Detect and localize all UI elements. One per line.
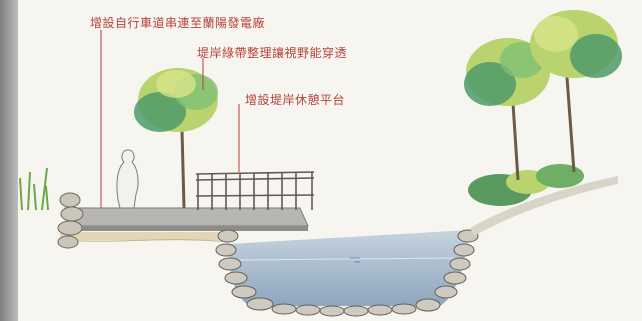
reed-plants bbox=[19, 167, 49, 211]
water-level-mark bbox=[350, 257, 360, 263]
tree-center bbox=[134, 68, 218, 209]
slab-edge bbox=[78, 226, 308, 231]
stone-wall-left bbox=[57, 192, 84, 249]
soil-hatch bbox=[59, 239, 231, 243]
water-surface-line bbox=[239, 257, 456, 261]
rest-platform-railing bbox=[195, 171, 315, 210]
tree-right-b bbox=[530, 10, 622, 173]
stone-wall-basin bbox=[215, 229, 479, 317]
water-basin bbox=[228, 230, 470, 306]
annotation-bank-greenbelt: 堤岸綠帶整理讓視野能穿透 bbox=[197, 46, 348, 60]
left-edge-photo-strip bbox=[0, 0, 18, 321]
annotation-rest-platform: 增設堤岸休憩平台 bbox=[245, 93, 346, 107]
shrubs-right bbox=[468, 164, 584, 206]
annotation-bike-lane: 增設自行車道串連至蘭陽發電廠 bbox=[90, 16, 266, 30]
pedestrian-figure bbox=[116, 149, 139, 209]
soil-left bbox=[60, 232, 230, 240]
bike-lane-slab bbox=[64, 207, 309, 227]
right-bank-slope bbox=[470, 176, 618, 236]
